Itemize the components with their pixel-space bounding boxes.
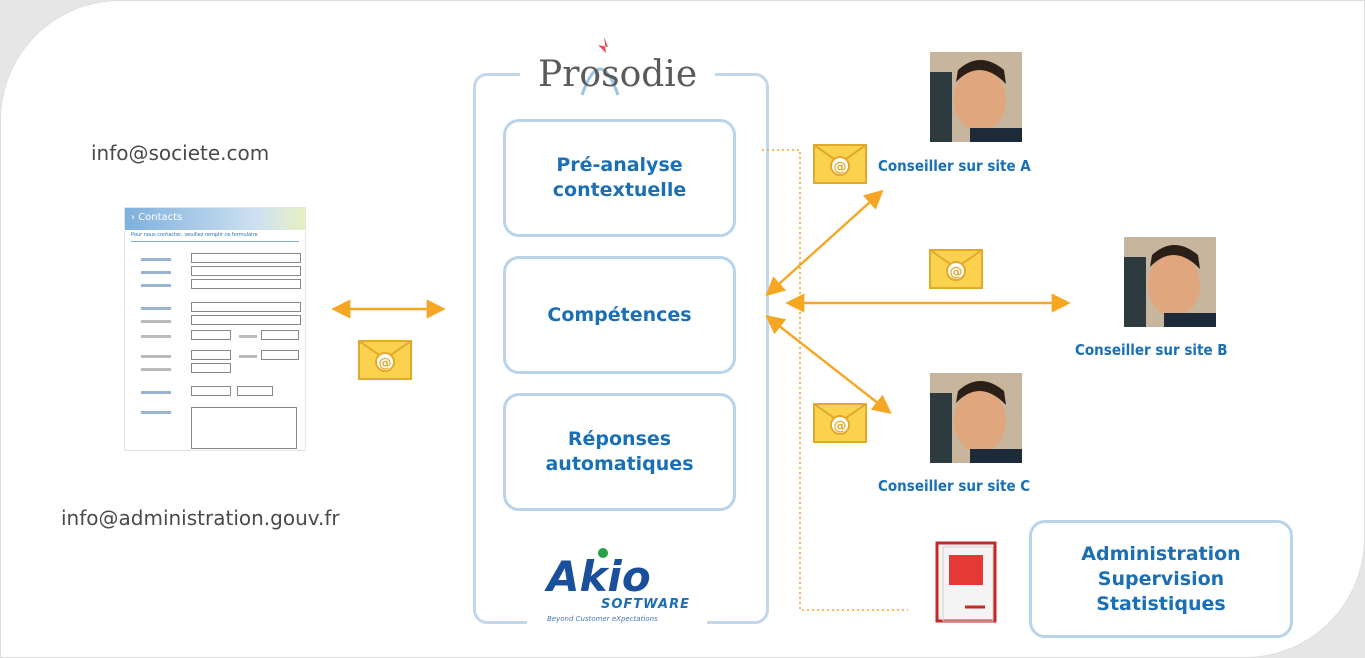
advisor-label-a: Conseiller sur site A	[878, 157, 1031, 175]
akio-logo-tagline: Beyond Customer eXpectations	[547, 615, 658, 623]
form-screenshot: › Contacts Pour nous contacter, veuillez…	[124, 207, 306, 451]
module-competences: Compétences	[503, 256, 736, 374]
email-address-bottom: info@administration.gouv.fr	[61, 506, 340, 530]
advisor-label-b: Conseiller sur site B	[1075, 341, 1228, 359]
email-address-top: info@societe.com	[91, 141, 270, 165]
akio-logo-name: Akio	[544, 552, 651, 601]
envelope-at-icon: @	[929, 249, 983, 289]
advisor-photo-a	[930, 52, 1022, 142]
advisor-photo-b	[1124, 237, 1216, 327]
arrow-site-a	[765, 189, 884, 297]
form-title: › Contacts	[131, 212, 183, 223]
akio-logo: Akio SOFTWARE Beyond Customer eXpectatio…	[527, 535, 707, 630]
prosodie-logo-text: Prosodie	[538, 54, 697, 95]
terminal-icon	[935, 541, 1005, 623]
advisor-label-c: Conseiller sur site C	[878, 477, 1031, 495]
svg-text:@: @	[834, 160, 847, 175]
envelope-at-icon: @	[813, 144, 867, 184]
envelope-at-icon: @	[813, 403, 867, 443]
prosodie-logo: Prosodie	[520, 35, 715, 105]
form-subtitle: Pour nous contacter, veuillez remplir ce…	[131, 232, 258, 238]
advisor-photo-c	[930, 373, 1022, 463]
dotted-admin-link	[762, 149, 908, 611]
svg-text:@: @	[950, 265, 963, 280]
arrow-site-c	[765, 315, 892, 414]
svg-text:@: @	[379, 356, 392, 371]
svg-text:@: @	[834, 419, 847, 434]
akio-logo-sub: SOFTWARE	[601, 597, 690, 612]
envelope-at-icon: @	[358, 340, 412, 380]
form-header	[125, 208, 305, 230]
